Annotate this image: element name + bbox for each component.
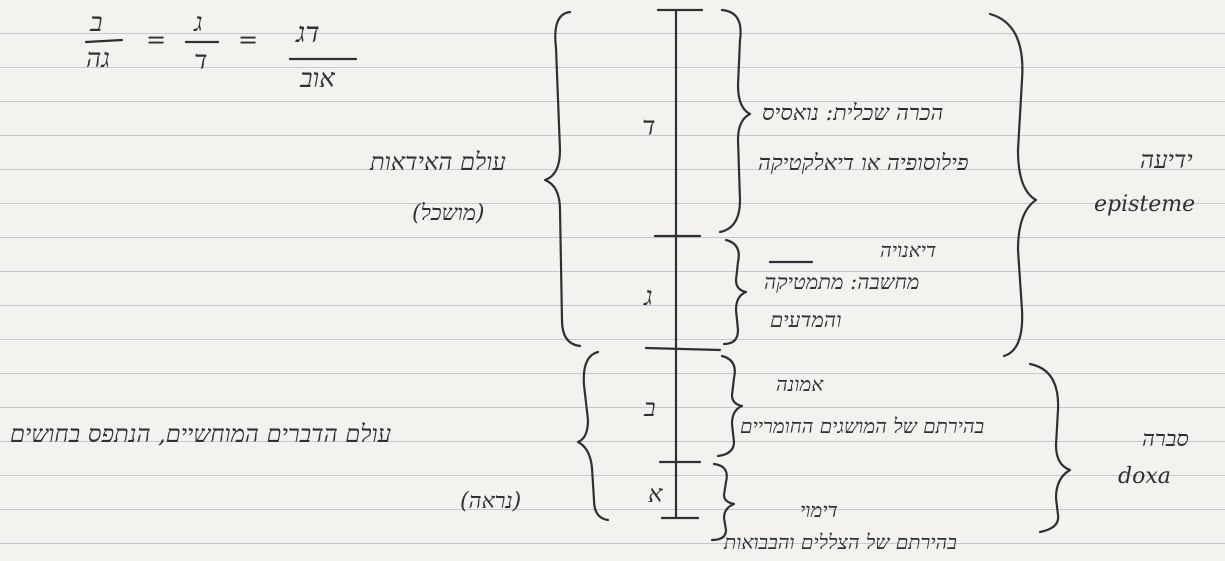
- fraction-2-denominator: ד: [194, 46, 208, 76]
- brace-pistis: [716, 354, 744, 458]
- equals-sign-2: =: [238, 26, 259, 54]
- brace-episteme: [988, 12, 1038, 358]
- opinion-greek: doxa: [1118, 464, 1171, 489]
- eikasia-subtitle: בהירתם של הצללים והבבואות: [724, 530, 957, 554]
- pistis-subtitle: בהירתם של המושגים החומריים: [740, 414, 985, 438]
- pistis-title: אמונה: [776, 372, 824, 396]
- segment-label-g: ג: [644, 282, 653, 312]
- brace-sensible: [576, 350, 610, 522]
- intelligible-world-label: עולם האידאות: [370, 148, 506, 176]
- noesis-subtitle: פילוסופיה או דיאלקטיקה: [758, 151, 969, 176]
- dianoia-line3: והמדעים: [770, 308, 842, 332]
- dianoia-title: דיאנויה: [880, 238, 937, 262]
- brace-dianoia: [722, 238, 748, 346]
- brace-noesis: [718, 8, 752, 234]
- eikasia-title: דימוי: [800, 498, 838, 522]
- brace-intelligible: [543, 10, 582, 348]
- fraction-2-numerator: ג: [194, 8, 203, 38]
- sensible-world-sub: (נראה): [460, 489, 522, 514]
- fraction-1-denominator: גה: [86, 44, 110, 74]
- brace-eikasia: [710, 462, 736, 542]
- segment-label-d: ד: [642, 112, 656, 142]
- equals-sign-1: =: [146, 26, 167, 54]
- opinion-hebrew: סברה: [1142, 427, 1189, 452]
- sensible-world-label: עולם הדברים המוחשיים, הנתפס בחושים: [10, 420, 392, 448]
- intelligible-world-sub: (מושכל): [412, 201, 485, 226]
- fraction-bar-1: [84, 38, 124, 44]
- segment-label-a: א: [648, 480, 663, 508]
- dianoia-line2: מחשבה: מתמטיקה: [764, 270, 920, 294]
- fraction-1-numerator: ב: [90, 8, 103, 38]
- segment-label-b: ב: [644, 394, 656, 422]
- knowledge-hebrew: ידיעה: [1140, 146, 1193, 174]
- brace-doxa: [1028, 362, 1072, 534]
- knowledge-greek: episteme: [1094, 192, 1196, 217]
- fraction-3-denominator: אוב: [300, 64, 335, 94]
- fraction-3-numerator: דג: [296, 16, 320, 49]
- tick-g-b: [644, 346, 722, 352]
- noesis-title: הכרה שכלית: נואסיס: [762, 101, 944, 126]
